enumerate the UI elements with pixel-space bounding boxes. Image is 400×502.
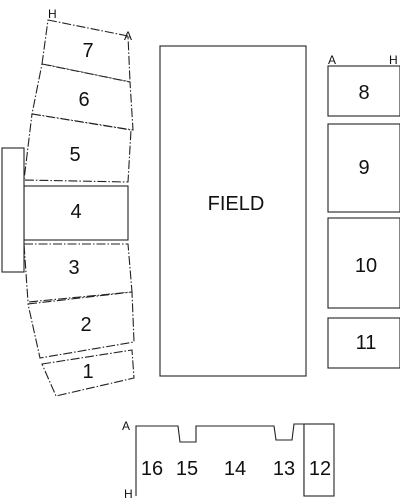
corner-a-top-right: A [328,53,336,67]
corner-h-top-left: H [48,7,57,21]
field [159,45,307,377]
section-10[interactable] [327,217,400,309]
section-11[interactable] [327,317,400,369]
section-4[interactable] [23,185,129,241]
corner-h-bottom: H [124,487,133,501]
corner-h-top-right: H [389,53,398,67]
section-9[interactable] [327,123,400,213]
section-15-label: 15 [176,458,198,480]
section-3-label: 3 [68,257,79,279]
section-8[interactable] [327,65,400,117]
section-13-label: 13 [273,458,295,480]
section-6[interactable] [31,63,134,131]
section-1-label: 1 [82,361,93,383]
section-14-label: 14 [224,458,246,480]
section-5-label: 5 [69,144,80,166]
section-12-label: 12 [309,458,331,480]
section-2[interactable] [27,291,135,359]
section-6-label: 6 [78,89,89,111]
section-11-label: 11 [356,332,377,354]
bottom-stands-outline [135,423,305,496]
section-8-label: 8 [358,82,369,104]
section-2-label: 2 [80,314,91,336]
section-4-label: 4 [70,201,81,223]
press-box [1,147,25,273]
corner-a-top-left: A [124,29,132,43]
section-9-label: 9 [358,157,369,179]
section-1[interactable] [41,349,135,397]
section-10-label: 10 [355,255,377,277]
field-label: FIELD [208,193,265,215]
corner-a-bottom: A [122,419,130,433]
section-7-label: 7 [82,40,93,62]
section-16-label: 16 [141,458,163,480]
section-5[interactable] [23,113,132,183]
section-12-box[interactable] [303,423,335,497]
